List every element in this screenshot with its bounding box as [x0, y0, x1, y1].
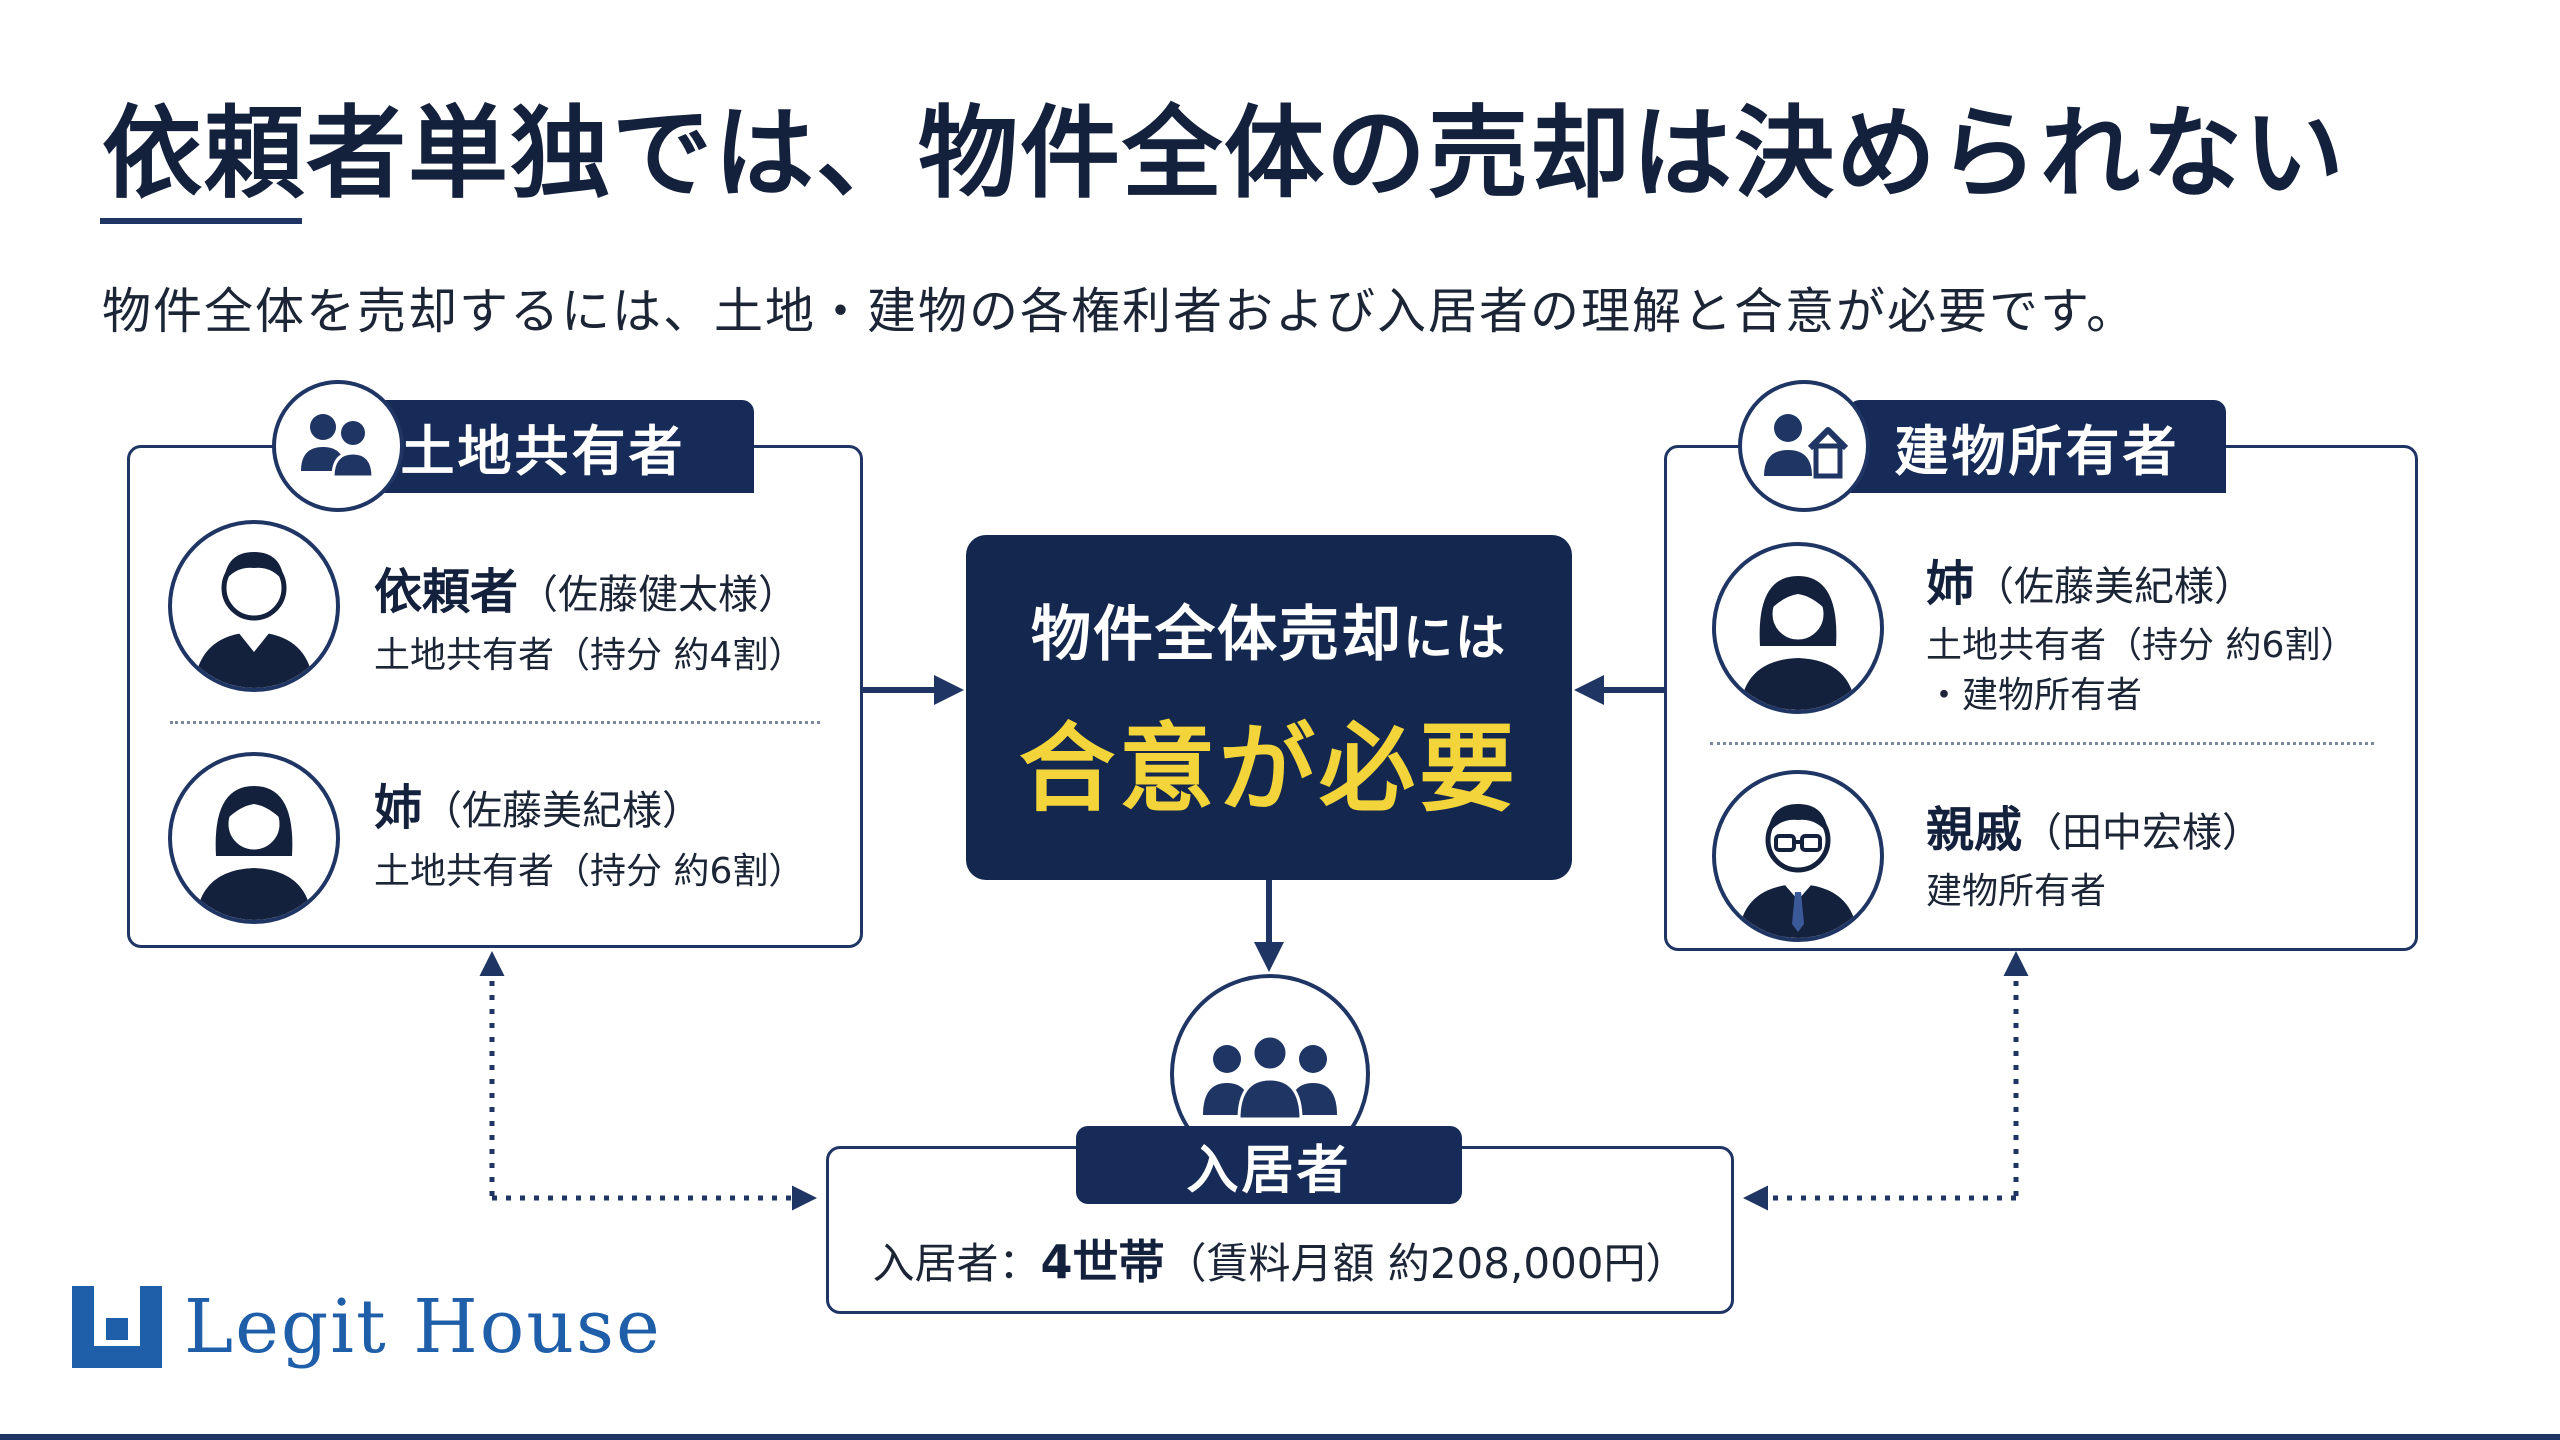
- divider: [170, 721, 820, 724]
- building-owners-label: 建物所有者: [1848, 400, 2226, 493]
- page-subtitle: 物件全体を売却するには、土地・建物の各権利者および入居者の理解と合意が必要です。: [102, 283, 2138, 340]
- consensus-line1: 物件全体売却には: [1031, 599, 1507, 670]
- divider: [1710, 742, 2374, 745]
- avatar-sister: [168, 752, 340, 924]
- bottom-rule: [0, 1434, 2560, 1440]
- member-client-role: 土地共有者（持分 約4割）: [374, 635, 805, 676]
- member-sister-building-name: 姉（佐藤美紀様）: [1926, 556, 2255, 612]
- member-relative-role: 建物所有者: [1926, 871, 2107, 912]
- consensus-box: 物件全体売却には 合意が必要: [966, 535, 1572, 880]
- page-title: 依頼者単独では、物件全体の売却は決められない: [102, 95, 2346, 212]
- member-sister-building-role: 土地共有者（持分 約6割）: [1926, 625, 2357, 666]
- residents-label: 入居者: [1076, 1126, 1462, 1204]
- logo-mark-icon: [72, 1286, 162, 1368]
- member-relative-name: 親戚（田中宏様）: [1926, 802, 2263, 858]
- person-house-icon: [1738, 380, 1870, 512]
- member-sister-role: 土地共有者（持分 約6割）: [374, 851, 805, 892]
- member-client-name: 依頼者（佐藤健太様）: [374, 564, 799, 620]
- avatar-relative-glasses: [1712, 770, 1884, 942]
- legit-house-logo: Legit House: [72, 1284, 662, 1370]
- people-pair-icon: [272, 380, 404, 512]
- residents-detail: 入居者：4世帯（賃料月額 約208,000円）: [872, 1235, 1688, 1289]
- member-sister-building-role2: ・建物所有者: [1926, 675, 2143, 716]
- member-sister-name: 姉（佐藤美紀様）: [374, 780, 703, 836]
- avatar-client-male: [168, 520, 340, 692]
- consensus-line2: 合意が必要: [1019, 712, 1519, 825]
- title-underline: [100, 218, 302, 224]
- avatar-sister-building: [1712, 542, 1884, 714]
- logo-text: Legit House: [184, 1284, 662, 1370]
